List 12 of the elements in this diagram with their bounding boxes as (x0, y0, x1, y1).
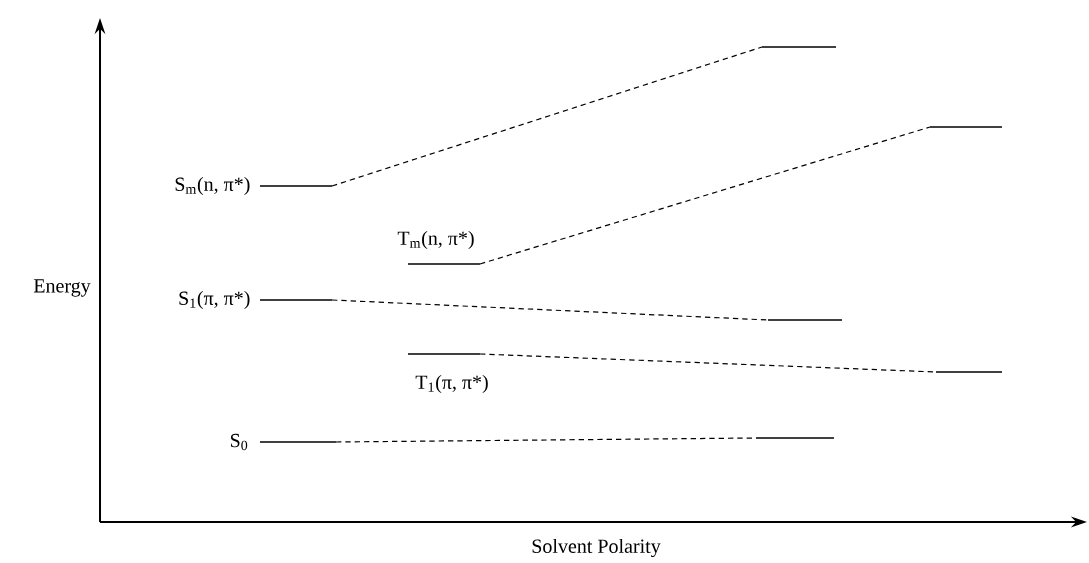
dashed-line (479, 353, 937, 373)
level-label: T$_{1}$(π, π*) (415, 374, 488, 394)
axis-label: Solvent Polarity (532, 538, 661, 558)
dashed-line (331, 299, 769, 321)
dashed-line (479, 126, 931, 265)
level-label: S$_{1}$(π, π*) (179, 290, 250, 310)
level-label: T$_{m}$(n, π*) (397, 230, 474, 250)
level-label: S$_{m}$(n, π*) (175, 176, 250, 196)
dashed-line (331, 46, 763, 187)
dashed-line (335, 437, 757, 443)
axis-label: Energy (33, 279, 91, 297)
level-label: S$_{0}$ (230, 433, 248, 451)
